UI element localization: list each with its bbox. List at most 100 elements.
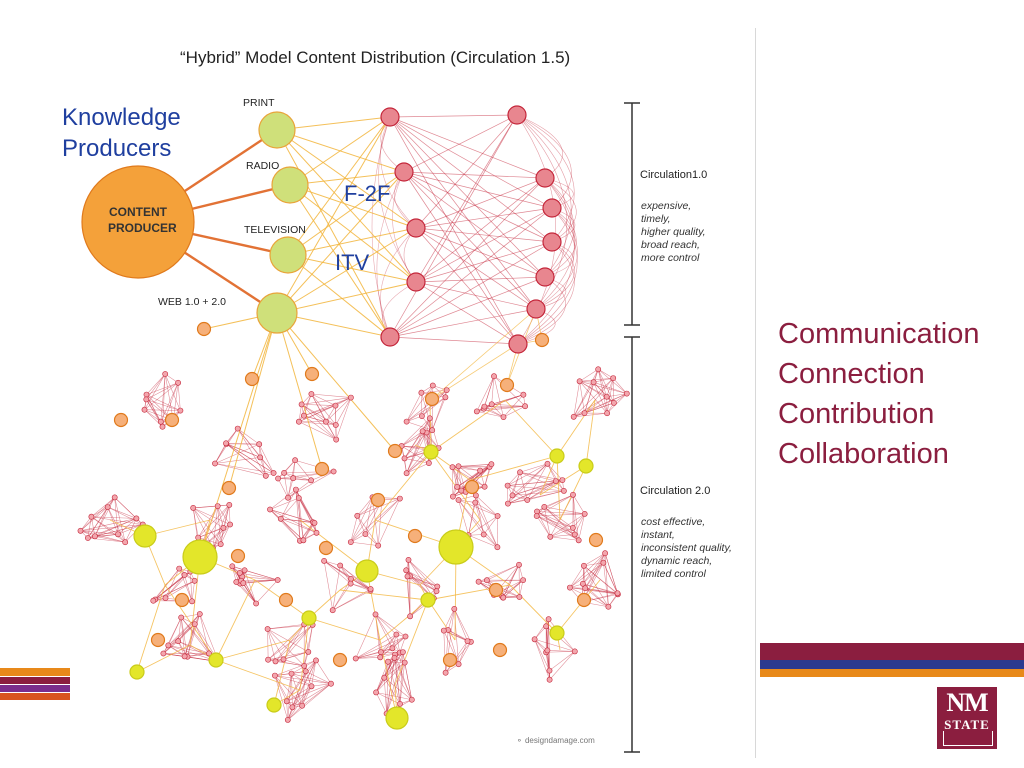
edge <box>584 382 594 414</box>
cluster-node <box>575 537 582 544</box>
content-line: CONTENT <box>109 205 167 219</box>
cluster-node <box>256 441 263 448</box>
edge <box>486 564 520 581</box>
edge <box>527 490 564 501</box>
edge <box>91 516 137 519</box>
stripe-purple-left <box>0 685 70 692</box>
edge <box>192 507 221 545</box>
web-node <box>499 377 515 393</box>
circulation-brackets <box>624 102 640 753</box>
edge <box>507 479 563 504</box>
c2-trait: instant, <box>641 529 675 541</box>
web-node <box>174 592 190 608</box>
edge <box>350 497 373 543</box>
edge <box>339 589 429 601</box>
edge <box>394 657 401 704</box>
cluster-node <box>329 607 336 614</box>
cluster-node <box>290 475 297 482</box>
mesh-arc <box>378 116 417 283</box>
edge <box>335 397 352 426</box>
cluster-node <box>92 533 98 540</box>
cluster-node <box>570 491 576 498</box>
edge <box>579 381 615 404</box>
edge <box>483 408 504 418</box>
knowledge-producers-label: Knowledge Producers <box>62 102 181 164</box>
edge <box>214 443 227 464</box>
mesh-arc <box>516 114 572 209</box>
edge <box>301 404 336 426</box>
edge <box>350 578 371 590</box>
stripe-crimson-left <box>0 677 70 684</box>
web-node <box>113 412 129 428</box>
edge <box>406 389 447 422</box>
edge <box>91 516 119 535</box>
web-node <box>407 528 423 544</box>
edge <box>597 369 615 403</box>
cluster-node <box>440 627 447 634</box>
edge <box>458 641 472 665</box>
edge <box>606 378 614 397</box>
cluster-node <box>477 467 483 474</box>
edge <box>379 599 429 641</box>
circulation-1-node <box>406 272 426 292</box>
cluster-node <box>544 460 551 467</box>
edge <box>214 443 260 464</box>
edge <box>603 562 618 594</box>
cluster-node <box>429 427 436 434</box>
edge <box>408 559 437 592</box>
cluster-node <box>480 531 487 538</box>
edge <box>287 254 417 283</box>
edge <box>107 506 119 535</box>
edge <box>276 129 391 338</box>
edge <box>519 463 548 473</box>
cluster-node <box>226 501 233 508</box>
hub-node <box>355 559 379 583</box>
cluster-node <box>288 670 295 677</box>
cluster-node <box>544 647 551 654</box>
edge <box>443 630 446 673</box>
cluster-node <box>313 657 319 664</box>
edge <box>87 516 92 539</box>
edge <box>403 171 553 209</box>
cluster-node <box>143 396 150 403</box>
edge <box>569 565 585 588</box>
edge <box>160 374 166 422</box>
edge <box>197 504 230 538</box>
edge <box>365 498 401 535</box>
edge <box>536 515 579 541</box>
cluster-node <box>494 513 501 519</box>
edge <box>572 513 585 529</box>
side-words: Communication Connection Contribution Co… <box>778 314 979 474</box>
edge <box>394 599 429 686</box>
cluster-node <box>175 379 181 386</box>
cluster-node <box>377 654 384 661</box>
cluster-node <box>571 648 578 655</box>
edge <box>311 393 337 440</box>
edge <box>80 524 143 532</box>
cluster-node <box>377 649 384 655</box>
edge <box>298 405 336 422</box>
edge <box>401 432 427 447</box>
cluster-node <box>449 493 456 500</box>
edge <box>80 516 92 531</box>
cluster-node <box>451 606 458 612</box>
edge <box>355 634 397 659</box>
edge <box>468 502 476 536</box>
edge <box>276 281 417 314</box>
edge <box>237 428 261 458</box>
edge <box>136 584 166 673</box>
cluster-node <box>403 470 410 477</box>
edge <box>325 397 352 422</box>
edge <box>415 177 546 283</box>
edge <box>536 513 585 517</box>
cluster-node <box>295 495 302 501</box>
edge <box>389 116 553 243</box>
edge <box>275 624 313 662</box>
edge <box>415 281 519 345</box>
side-word-connection: Connection <box>778 358 925 390</box>
web-node <box>576 592 592 608</box>
cluster-node <box>623 390 630 397</box>
edge <box>380 636 406 653</box>
cluster-node <box>581 562 587 569</box>
media-node <box>271 166 309 204</box>
